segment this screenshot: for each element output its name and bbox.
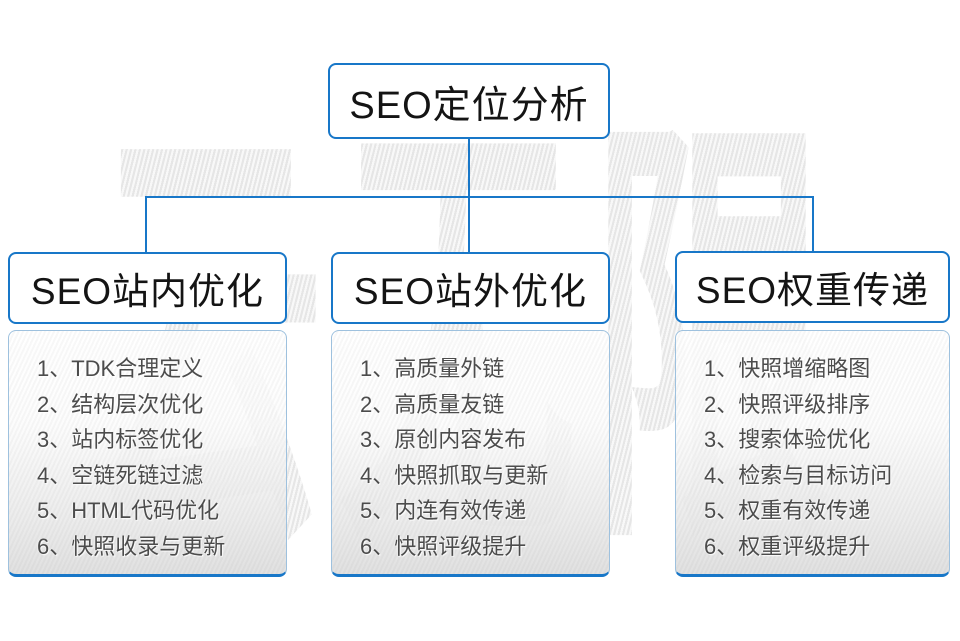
branch-list-offsite-optimization: 1、高质量外链 2、高质量友链 3、原创内容发布 4、快照抓取与更新 5、内连有…: [331, 330, 610, 577]
root-node-title: SEO定位分析: [349, 84, 589, 127]
list-item: 4、检索与目标访问: [704, 462, 893, 488]
connector-drop-line-offsite: [468, 198, 470, 252]
branch-list-weight-transfer: 1、快照增缩略图 2、快照评级排序 3、搜索体验优化 4、检索与目标访问 5、权…: [675, 330, 950, 577]
branch-node-offsite-optimization: SEO站外优化: [331, 252, 610, 324]
list-item: 6、快照评级提升: [360, 533, 527, 559]
branch-title: SEO站外优化: [353, 271, 588, 312]
list-item: 5、权重有效传递: [704, 498, 871, 523]
branch-list-onsite-optimization: 1、TDK合理定义 2、结构层次优化 3、站内标签优化 4、空链死链过滤 5、H…: [8, 330, 287, 577]
connector-root-vertical-line: [468, 138, 470, 198]
list-item: 2、高质量友链: [360, 391, 505, 417]
list-item: 4、空链死链过滤: [37, 462, 204, 488]
list-item: 3、搜索体验优化: [704, 427, 871, 452]
branch-title: SEO权重传递: [695, 270, 930, 311]
list-item: 4、快照抓取与更新: [360, 462, 549, 488]
list-item: 1、快照增缩略图: [704, 356, 871, 381]
list-item: 6、权重评级提升: [704, 533, 871, 559]
list-item: 3、站内标签优化: [37, 427, 204, 452]
list-item: 5、HTML代码优化: [37, 498, 220, 523]
connector-drop-line-onsite: [145, 198, 147, 252]
branch-node-weight-transfer: SEO权重传递: [675, 251, 950, 323]
connector-drop-line-weight: [812, 198, 814, 251]
list-item: 5、内连有效传递: [360, 498, 527, 523]
root-node-seo-positioning: SEO定位分析: [328, 63, 610, 139]
list-item: 2、快照评级排序: [704, 391, 871, 417]
list-item: 6、快照收录与更新: [37, 533, 226, 559]
branch-node-onsite-optimization: SEO站内优化: [8, 252, 287, 324]
connector-horizontal-line: [145, 196, 814, 198]
list-item: 1、TDK合理定义: [37, 356, 204, 381]
list-item: 1、高质量外链: [360, 356, 505, 381]
list-item: 2、结构层次优化: [37, 391, 204, 417]
list-item: 3、原创内容发布: [360, 427, 527, 452]
branch-title: SEO站内优化: [30, 271, 265, 312]
